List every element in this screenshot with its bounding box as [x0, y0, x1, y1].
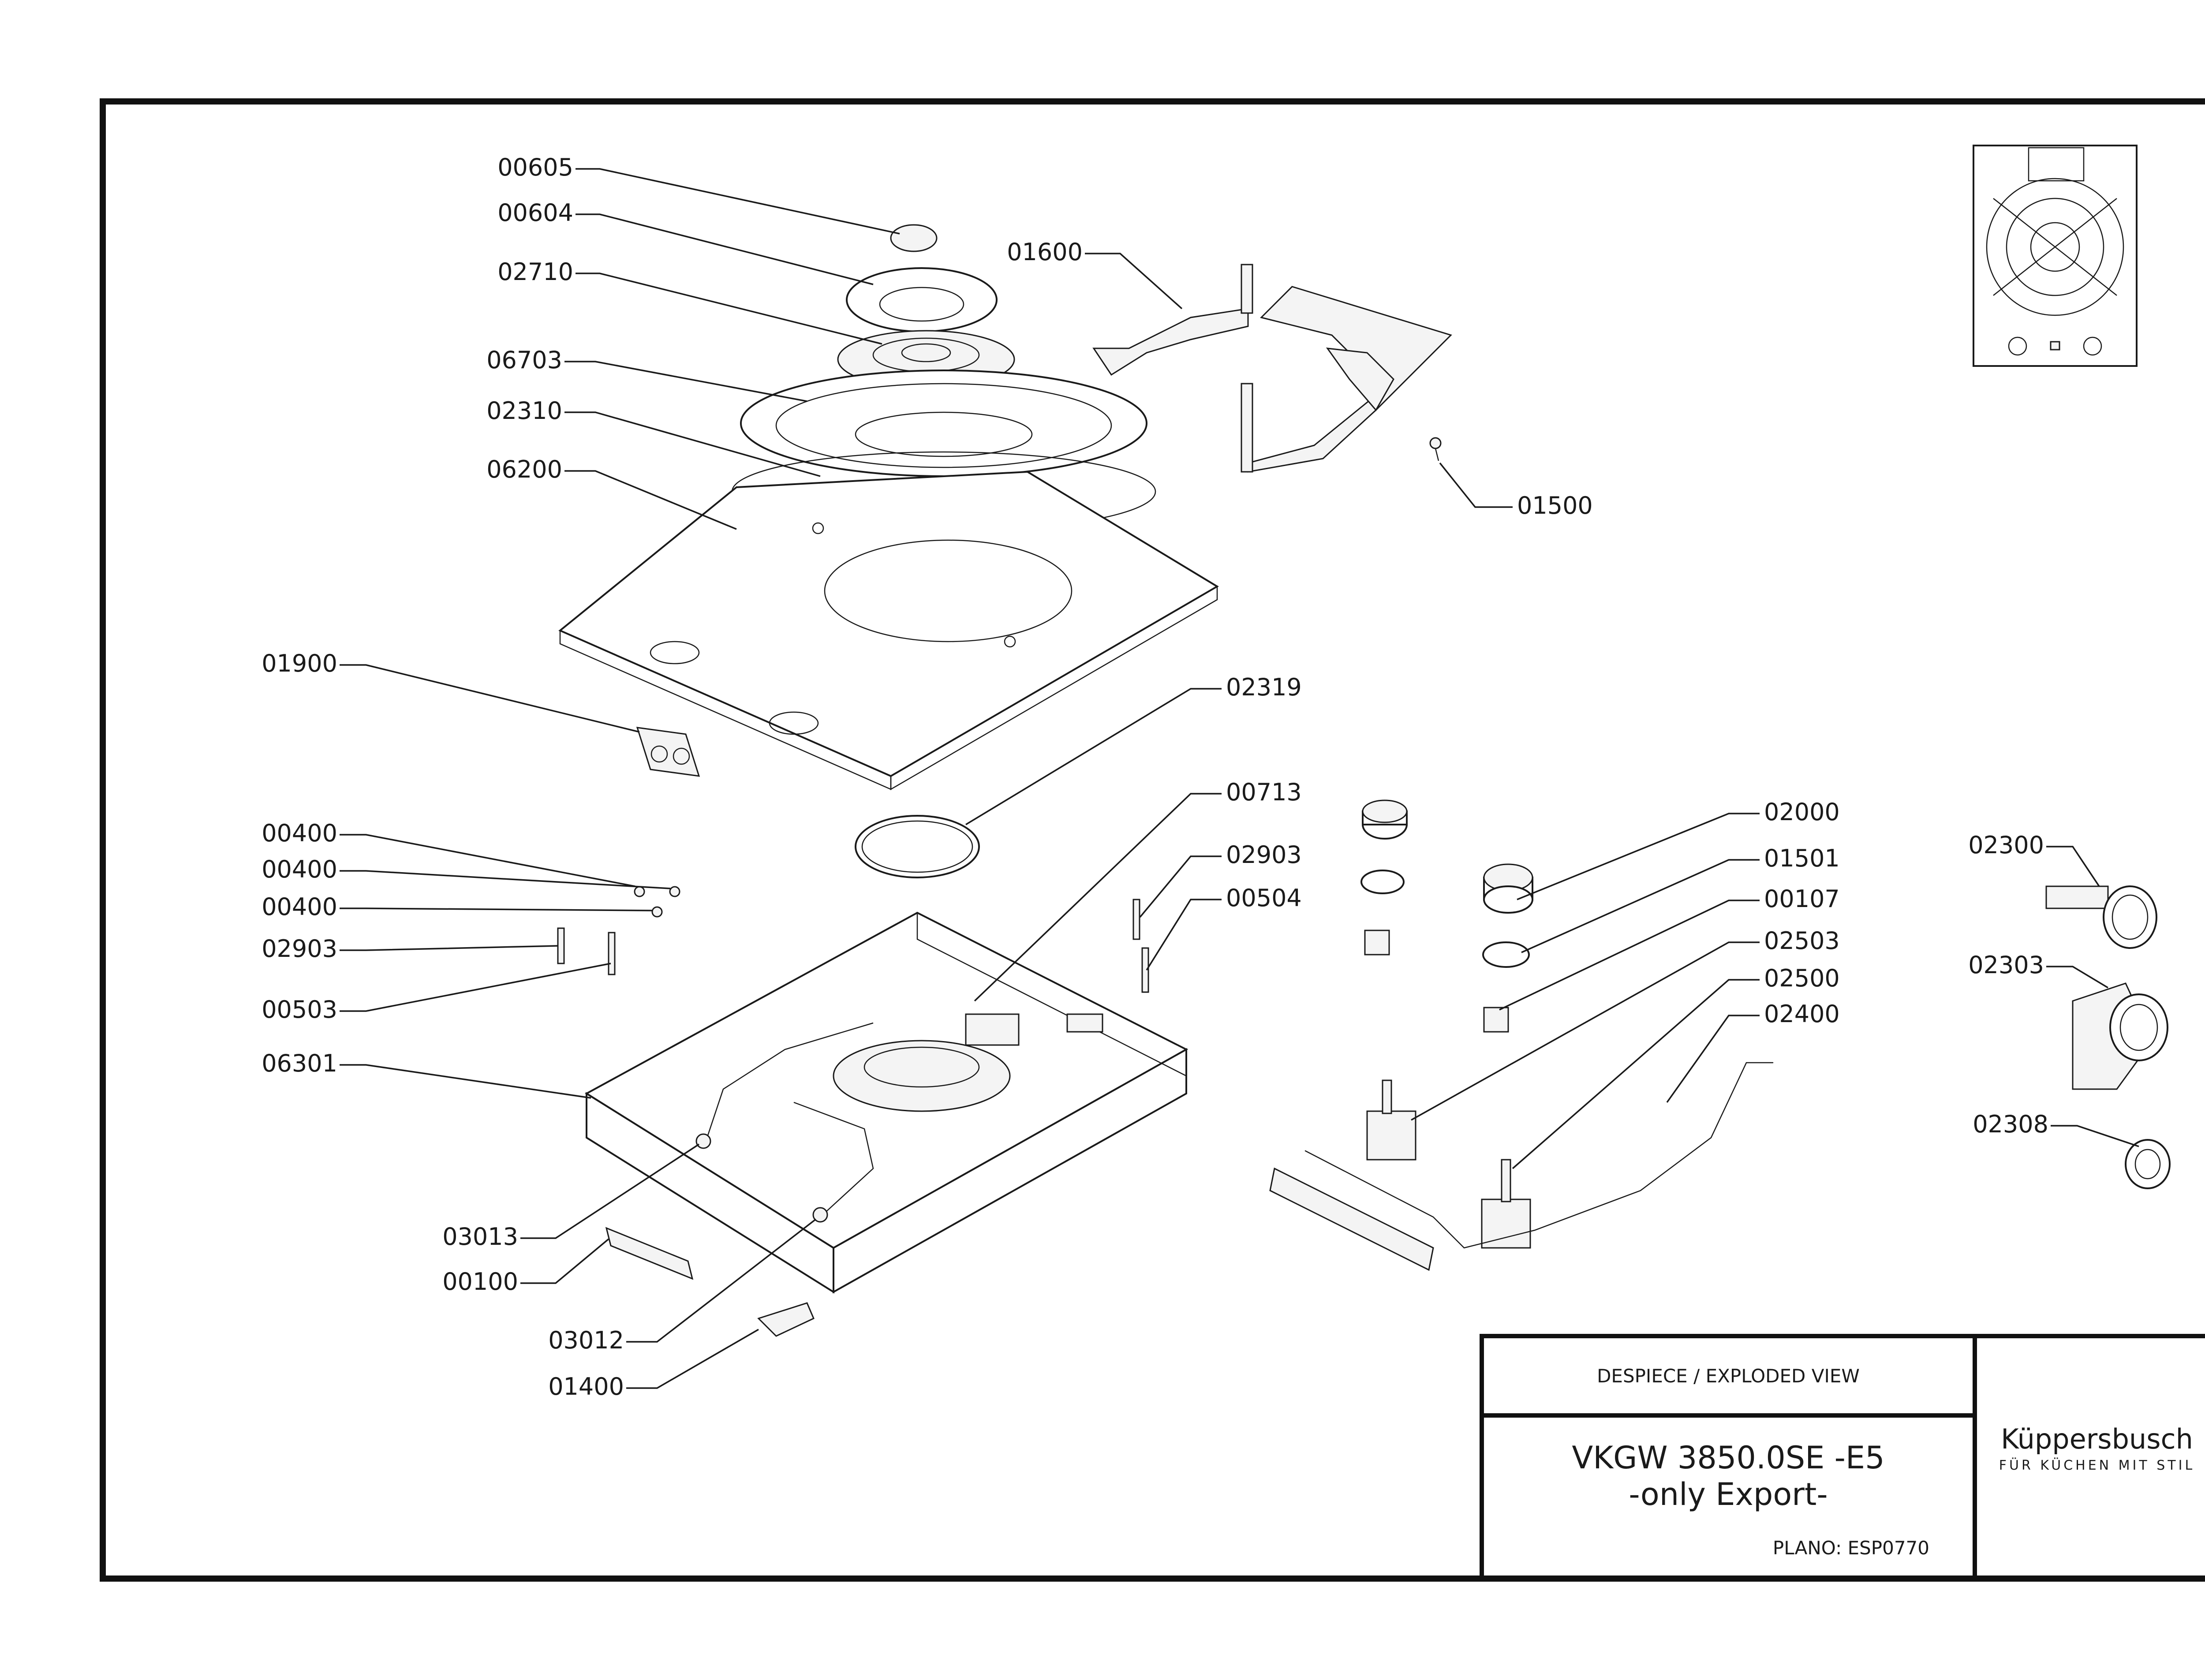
callout-01500: 01500 — [1517, 492, 1593, 519]
burner-cap-part — [890, 224, 938, 252]
callout-00605: 00605 — [497, 153, 573, 181]
gas-valve-left — [1366, 1079, 1416, 1161]
title-block: DESPIECE / EXPLODED VIEW VKGW 3850.0SE -… — [1480, 1334, 2205, 1581]
callout-00503: 00503 — [262, 996, 337, 1023]
brand-slogan: FÜR KÜCHEN MIT STIL — [1999, 1457, 2195, 1473]
callout-02710: 02710 — [497, 258, 573, 286]
title-block-model: VKGW 3850.0SE -E5 — [1572, 1440, 1884, 1476]
drawing-frame — [100, 98, 2205, 1582]
callout-02503: 02503 — [1764, 927, 1840, 955]
callout-00100: 00100 — [442, 1268, 518, 1295]
callout-02903-left: 02903 — [262, 935, 337, 963]
connector-03012 — [812, 1207, 828, 1223]
screw-small-2 — [669, 886, 680, 897]
callout-00400-c: 00400 — [262, 893, 337, 921]
gas-valve-right — [1481, 1159, 1531, 1249]
callout-00107: 00107 — [1764, 885, 1840, 913]
callout-00604: 00604 — [497, 199, 573, 227]
callout-00504: 00504 — [1226, 884, 1302, 912]
gas-rail-part — [1304, 1062, 1774, 1249]
drip-tray-part — [740, 370, 1147, 477]
knob-bezel-left — [1360, 870, 1405, 894]
title-block-header: DESPIECE / EXPLODED VIEW — [1597, 1365, 1860, 1387]
callout-00400-b: 00400 — [262, 855, 337, 883]
microswitch-left — [1364, 930, 1390, 956]
knob-left-part — [1362, 799, 1408, 840]
callout-02500: 02500 — [1764, 964, 1840, 992]
callout-01501: 01501 — [1764, 844, 1840, 872]
callout-02303: 02303 — [1968, 951, 2044, 979]
product-thumbnail — [1973, 145, 2138, 367]
callout-02300: 02300 — [1968, 831, 2044, 859]
title-block-note: -only Export- — [1629, 1476, 1828, 1512]
ignition-module-part — [636, 727, 700, 777]
elbow-fitting-part — [2072, 982, 2168, 1090]
ignition-electrode-left — [557, 927, 565, 964]
hose-fitting-part — [2045, 885, 2157, 949]
callout-02308: 02308 — [1973, 1110, 2048, 1138]
brand-logo: Küppersbusch — [2001, 1423, 2193, 1455]
callout-02000: 02000 — [1764, 798, 1840, 826]
callout-02319: 02319 — [1226, 673, 1302, 701]
screw-part — [1429, 437, 1442, 461]
callout-01600: 01600 — [1007, 238, 1083, 266]
thermocouple-left — [608, 932, 616, 975]
screw-small-1 — [634, 886, 645, 897]
callout-01400: 01400 — [548, 1373, 624, 1400]
knob-right-part — [1483, 863, 1533, 914]
callout-02400: 02400 — [1764, 1000, 1840, 1028]
screw-small-3 — [651, 906, 663, 918]
o-ring-part — [855, 815, 980, 878]
callout-02903-right: 02903 — [1226, 841, 1302, 869]
glass-top-part — [558, 470, 1219, 791]
title-block-plan: PLANO: ESP0770 — [1773, 1537, 1929, 1559]
pan-support-part — [1092, 264, 1452, 473]
mounting-bar-part — [1269, 1167, 1434, 1271]
callout-06301: 06301 — [262, 1049, 337, 1077]
burner-ring-part — [846, 267, 998, 332]
base-housing-part — [585, 911, 1188, 1294]
callout-labels: 00605 00604 02710 06703 02310 06200 0160… — [262, 153, 2048, 1400]
callout-02310: 02310 — [486, 397, 562, 425]
washer-part — [2125, 1139, 2171, 1189]
microswitch-right — [1483, 1007, 1509, 1033]
callout-06703: 06703 — [486, 346, 562, 374]
connector-03013 — [695, 1133, 711, 1149]
leader-lines — [340, 168, 2139, 1389]
thermocouple-right — [1141, 947, 1149, 993]
callout-00713: 00713 — [1226, 778, 1302, 806]
knob-bezel-right — [1482, 941, 1530, 968]
callout-00400-a: 00400 — [262, 819, 337, 847]
callout-03012: 03012 — [548, 1326, 624, 1354]
callout-03013: 03013 — [442, 1223, 518, 1251]
clip-part — [757, 1302, 815, 1337]
callout-01900: 01900 — [262, 650, 337, 677]
terminal-block-part — [605, 1227, 694, 1280]
ignition-electrode-right — [1132, 899, 1140, 940]
callout-06200: 06200 — [486, 455, 562, 483]
